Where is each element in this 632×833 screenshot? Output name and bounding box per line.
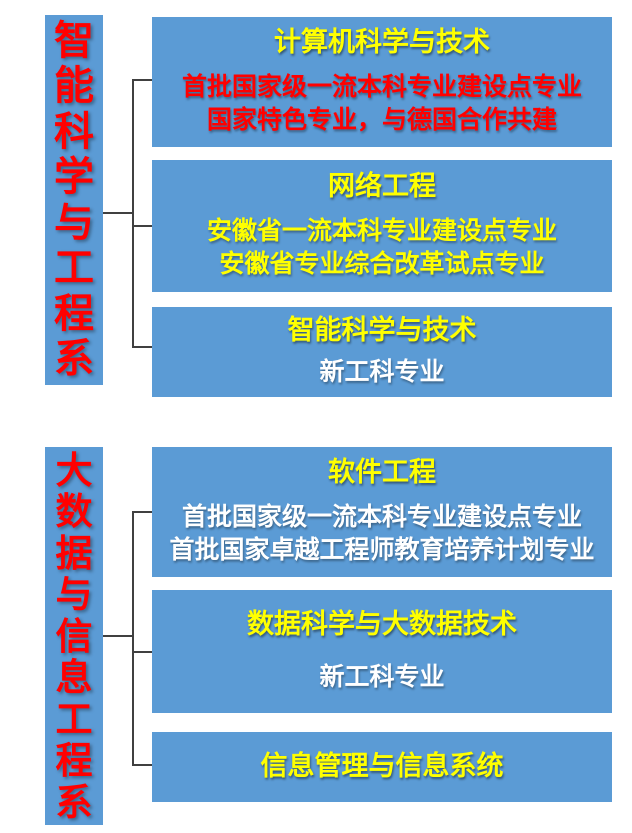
department-label-char: 大 (55, 448, 93, 492)
department-label-char: 数 (55, 490, 93, 533)
connector-line (132, 511, 152, 513)
major-detail: 安徽省专业综合改革试点专业 (219, 248, 545, 278)
connector-line (132, 511, 134, 766)
department-label-char: 能 (54, 63, 94, 110)
major-title: 信息管理与信息系统 (260, 751, 504, 783)
major-details: 首批国家级一流本科专业建设点专业 国家特色专业，与德国合作共建 (182, 70, 582, 136)
major-box-data-science-big-data: 数据科学与大数据技术 新工科专业 (152, 590, 612, 713)
major-box-software-engineering: 软件工程 首批国家级一流本科专业建设点专业 首批国家卓越工程师教育培养计划专业 (152, 447, 612, 577)
major-detail: 国家特色专业，与德国合作共建 (206, 104, 557, 134)
department-label-char: 系 (54, 336, 94, 383)
connector-line (132, 79, 134, 348)
connector-line (132, 225, 152, 227)
major-box-network-engineering: 网络工程 安徽省一流本科专业建设点专业 安徽省专业综合改革试点专业 (152, 160, 612, 292)
major-detail: 安徽省一流本科专业建设点专业 (206, 215, 557, 245)
major-box-computer-science: 计算机科学与技术 首批国家级一流本科专业建设点专业 国家特色专业，与德国合作共建 (152, 17, 612, 147)
major-title: 数据科学与大数据技术 (247, 609, 517, 641)
department-label-char: 程 (55, 739, 93, 782)
department-label-char: 与 (55, 573, 93, 616)
major-details: 新工科专业 (319, 660, 444, 693)
department-label-char: 息 (55, 656, 93, 699)
department-label-char: 工 (54, 245, 94, 292)
major-details: 新工科专业 (319, 355, 444, 388)
department-label-char: 工 (55, 697, 93, 741)
department-label-char: 信 (55, 614, 93, 658)
connector-line (132, 651, 152, 653)
department-label-big-data-information-engineering: 大 数 据 与 信 息 工 程 系 (45, 447, 103, 825)
major-detail: 首批国家级一流本科专业建设点专业 (181, 71, 582, 101)
department-label-char: 程 (54, 290, 94, 337)
connector-line (132, 79, 152, 81)
department-label-char: 系 (55, 780, 93, 824)
department-label-char: 学 (54, 154, 94, 201)
department-label-char: 智 (54, 17, 94, 64)
department-label-char: 与 (54, 199, 94, 246)
major-title: 智能科学与技术 (287, 315, 477, 347)
major-box-intelligent-science-technology: 智能科学与技术 新工科专业 (152, 307, 612, 397)
major-detail: 新工科专业 (319, 661, 445, 691)
department-label-char: 据 (55, 531, 93, 575)
major-details: 首批国家级一流本科专业建设点专业 首批国家卓越工程师教育培养计划专业 (169, 500, 594, 566)
major-title: 网络工程 (328, 171, 436, 203)
major-detail: 首批国家级一流本科专业建设点专业 (181, 501, 582, 531)
connector-line (103, 635, 133, 637)
major-box-information-management-systems: 信息管理与信息系统 (152, 732, 612, 802)
department-label-intelligent-science-engineering: 智 能 科 学 与 工 程 系 (45, 15, 103, 385)
connector-line (103, 212, 133, 214)
major-detail: 新工科专业 (319, 356, 445, 386)
major-details: 安徽省一流本科专业建设点专业 安徽省专业综合改革试点专业 (207, 214, 557, 280)
department-label-char: 科 (54, 108, 94, 155)
major-title: 软件工程 (328, 457, 436, 489)
connector-line (132, 346, 152, 348)
major-detail: 首批国家卓越工程师教育培养计划专业 (169, 534, 595, 564)
connector-line (132, 764, 152, 766)
major-title: 计算机科学与技术 (274, 27, 490, 59)
